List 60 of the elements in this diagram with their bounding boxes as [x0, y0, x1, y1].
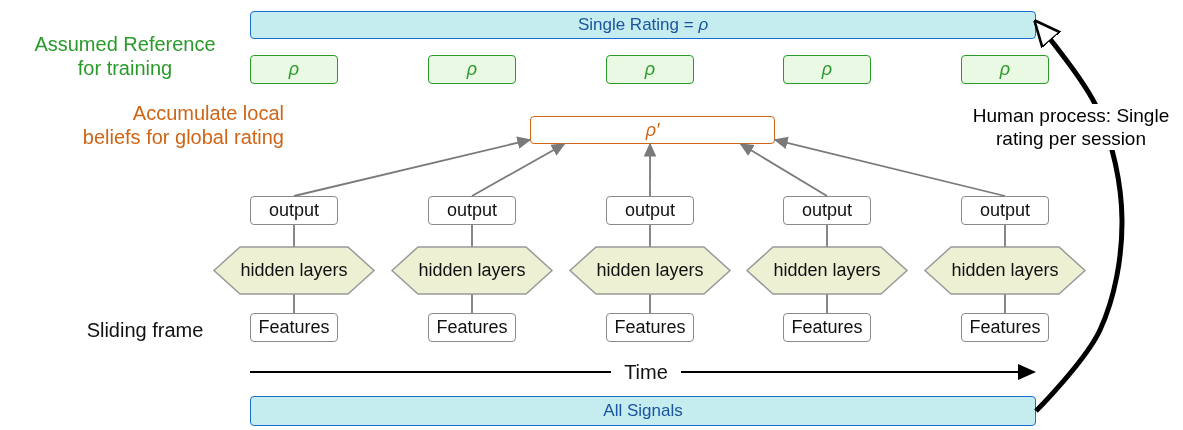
belief-box	[530, 116, 775, 144]
node-label: Single Rating = ρ	[577, 15, 709, 35]
reference-box	[606, 55, 694, 84]
features-box	[783, 313, 871, 342]
arrow	[293, 136, 532, 197]
connector-line	[1004, 293, 1006, 314]
node-label: Features	[791, 317, 863, 338]
node-label: Features	[969, 317, 1041, 338]
node-label: output	[801, 200, 852, 221]
features-box	[250, 313, 338, 342]
connector-line	[826, 293, 828, 314]
arrow	[773, 136, 1006, 197]
node-label: ρ	[466, 59, 478, 80]
node-label: output	[624, 200, 675, 221]
features-box	[606, 313, 694, 342]
connector-line	[293, 224, 295, 248]
annotation-text: Assumed Reference for training	[33, 32, 217, 80]
node-label: Features	[436, 317, 508, 338]
reference-box	[783, 55, 871, 84]
node-label: ρ	[288, 59, 300, 80]
connector-line	[649, 293, 651, 314]
arrow	[643, 142, 657, 197]
features-box	[961, 313, 1049, 342]
node-label: hidden layers	[596, 260, 704, 281]
annotation-text: Accumulate local beliefs for global rating	[81, 101, 284, 149]
connector-line	[293, 293, 295, 314]
node-label: hidden layers	[240, 260, 348, 281]
features-box	[428, 313, 516, 342]
node-label: output	[446, 200, 497, 221]
reference-box	[428, 55, 516, 84]
rating-bar	[250, 11, 1036, 39]
node-label: Features	[258, 317, 330, 338]
connector-line	[649, 224, 651, 248]
connector-line	[471, 224, 473, 248]
reference-box	[961, 55, 1049, 84]
output-box	[250, 196, 338, 225]
arrow	[739, 143, 828, 197]
connector-line	[826, 224, 828, 248]
node-label: ρ	[644, 59, 656, 80]
node-label: hidden layers	[951, 260, 1059, 281]
node-label: hidden layers	[418, 260, 526, 281]
node-label: hidden layers	[773, 260, 881, 281]
node-label: All Signals	[603, 401, 683, 421]
arrow	[471, 143, 566, 197]
node-label: ρ	[999, 59, 1011, 80]
output-box	[783, 196, 871, 225]
node-label: Features	[614, 317, 686, 338]
curved-arrow	[1033, 18, 1125, 413]
node-label: ρ	[821, 59, 833, 80]
node-label: output	[268, 200, 319, 221]
signals-bar	[250, 396, 1036, 426]
output-box	[606, 196, 694, 225]
connector-line	[471, 293, 473, 314]
output-box	[428, 196, 516, 225]
reference-box	[250, 55, 338, 84]
annotation-text: Sliding frame	[85, 318, 205, 342]
connector-line	[1004, 224, 1006, 248]
output-box	[961, 196, 1049, 225]
node-label: output	[979, 200, 1030, 221]
node-label: ρ′	[645, 119, 660, 141]
